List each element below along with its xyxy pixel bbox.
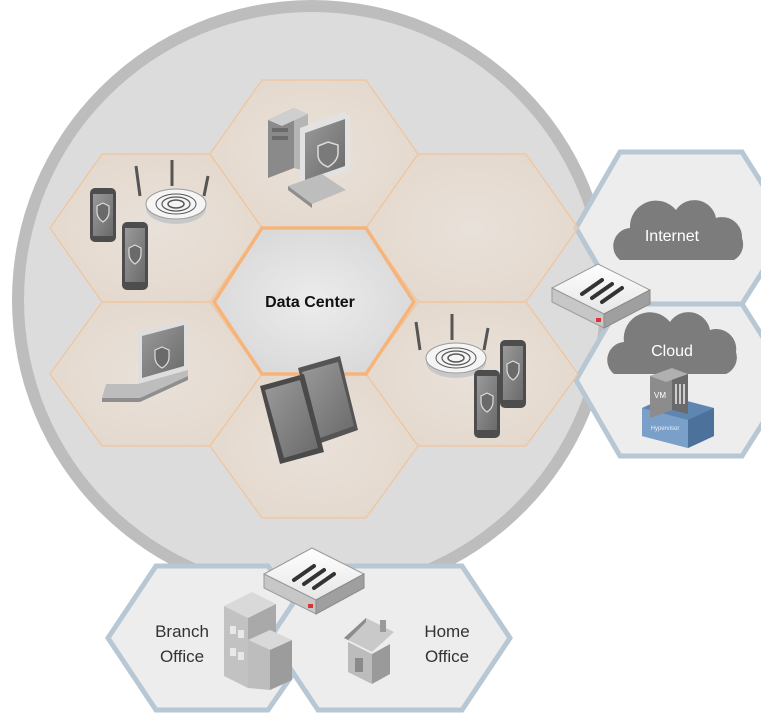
cloud-icon: Cloud — [607, 312, 737, 374]
smartphone-icon — [90, 188, 116, 242]
smartphone-icon — [474, 370, 500, 438]
cloud-label: Cloud — [651, 343, 693, 360]
branch-office-label-line1: Branch — [155, 622, 209, 641]
hypervisor-label: Hypervisor — [651, 426, 680, 432]
vm-label: VM — [654, 391, 666, 400]
vm-icon: VM — [650, 368, 688, 418]
internet-label: Internet — [645, 228, 700, 245]
internet-cloud-icon: Internet — [613, 200, 744, 260]
wireless-access-point-icon — [134, 160, 210, 224]
smartphone-icon — [122, 222, 148, 290]
firewall-appliance-icon — [550, 263, 652, 329]
firewall-appliance-icon — [262, 547, 366, 615]
smartphone-icon — [500, 340, 526, 408]
branch-office-building-icon — [224, 592, 292, 690]
data-center-hex: Data Center — [211, 226, 417, 376]
laptop-icon — [102, 320, 188, 402]
tablet-icon — [260, 374, 324, 464]
home-office-house-icon — [344, 618, 394, 684]
desktop-computer-icon — [268, 108, 350, 208]
branch-office-label-line2: Office — [160, 647, 204, 666]
home-office-label-line1: Home — [424, 622, 469, 641]
hypervisor-icon: Hypervisor — [642, 396, 714, 448]
data-center-label: Data Center — [265, 294, 355, 311]
wireless-access-point-icon — [414, 314, 490, 378]
home-office-label-line2: Office — [425, 647, 469, 666]
